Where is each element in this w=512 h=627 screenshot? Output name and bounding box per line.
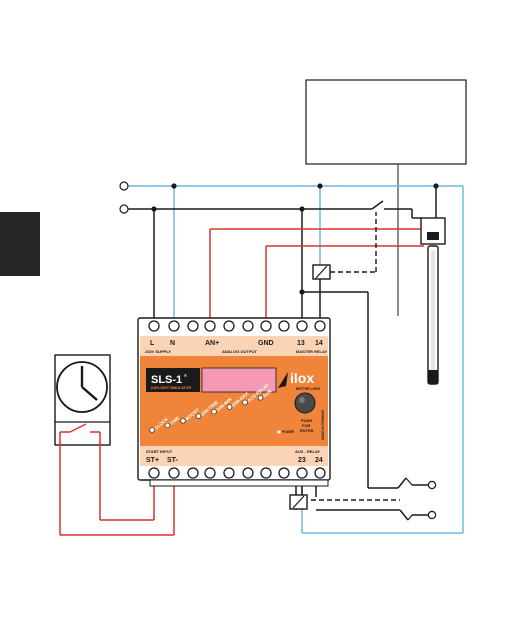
label-st-plus: ST+	[146, 457, 159, 464]
label-gnd: GND	[258, 340, 274, 347]
info-box	[306, 80, 466, 164]
label-master-relay: MASTER RELAY	[296, 349, 328, 354]
label-23: 23	[298, 457, 306, 464]
label-supply: 230V SUPPLY	[145, 349, 171, 354]
device-subtitle: DAYLIGHT SIMULATOR	[151, 386, 191, 390]
label-aux-relay: AUX - RELAY	[295, 449, 321, 454]
page-side-tab	[0, 212, 40, 276]
encoder-knob[interactable]	[295, 393, 315, 413]
push-label-3: ENTER	[300, 428, 314, 433]
aux-switch-b	[400, 510, 408, 520]
label-analog-output: ANALOG OUTPUT	[222, 349, 257, 354]
mains-switch	[372, 201, 383, 209]
aux-switch-a	[398, 478, 406, 488]
aux-terminal-1	[428, 481, 435, 488]
label-13: 13	[297, 340, 305, 347]
label-14: 14	[315, 340, 323, 347]
device-name: SLS-1	[151, 374, 182, 386]
label-n: N	[170, 340, 175, 347]
sls1-device: L N 230V SUPPLY AN+ GND ANALOG OUTPUT 13…	[138, 318, 330, 495]
label-l: L	[150, 340, 155, 347]
registered-mark: ®	[184, 373, 187, 378]
aux-terminal-2	[428, 511, 435, 518]
made-in-label: MADE IN GERMANY	[321, 408, 325, 440]
label-st-minus: ST-	[167, 457, 179, 464]
label-24: 24	[315, 457, 323, 464]
power-label: POWER	[282, 430, 295, 434]
power-led	[277, 430, 280, 433]
brand-tagline: BETTER LIGHT	[296, 387, 322, 391]
brand-logo: ilox	[290, 370, 314, 386]
lamp-fixture	[412, 218, 445, 384]
live-terminal	[120, 182, 128, 190]
neutral-terminal	[120, 205, 128, 213]
label-start-input: START INPUT	[146, 449, 173, 454]
junction-dots	[151, 183, 438, 294]
label-an-plus: AN+	[205, 340, 219, 347]
